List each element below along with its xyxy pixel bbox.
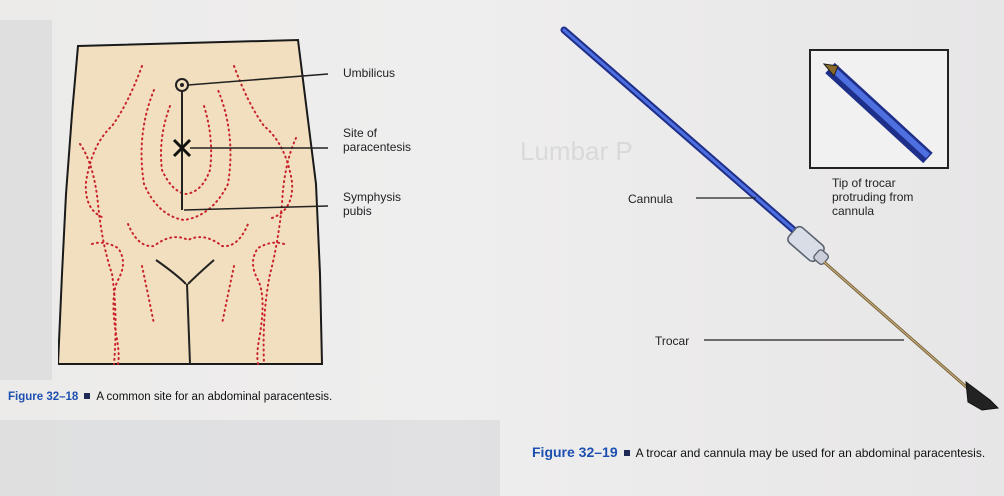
- caption-text-32-19: A trocar and cannula may be used for an …: [636, 446, 986, 460]
- faded-side-panel: [0, 20, 52, 380]
- caption-number-32-19: Figure 32–19: [532, 444, 618, 460]
- faded-bottom-panel: [0, 420, 500, 496]
- trocar-cannula-illustration: [520, 10, 1000, 440]
- label-umbilicus: Umbilicus: [343, 66, 395, 80]
- label-tip-of-trocar: Tip of trocar protruding from cannula: [832, 176, 913, 218]
- label-cannula: Cannula: [628, 192, 673, 206]
- caption-figure-32-18: Figure 32–18 A common site for an abdomin…: [8, 390, 332, 405]
- caption-square-icon: [84, 393, 90, 399]
- caption-number-32-18: Figure 32–18: [8, 391, 78, 403]
- figure-32-19: [520, 10, 1000, 440]
- label-site-of-paracentesis: Site of paracentesis: [343, 126, 411, 154]
- abdomen-illustration: [58, 34, 336, 366]
- label-trocar: Trocar: [655, 334, 689, 348]
- caption-square-icon: [624, 450, 630, 456]
- caption-figure-32-19: Figure 32–19 A trocar and cannula may be …: [532, 444, 998, 461]
- label-symphysis-pubis: Symphysis pubis: [343, 190, 401, 218]
- figure-32-18: [58, 34, 336, 366]
- caption-text-32-18: A common site for an abdominal paracente…: [96, 391, 332, 403]
- trocar-handle: [966, 382, 998, 410]
